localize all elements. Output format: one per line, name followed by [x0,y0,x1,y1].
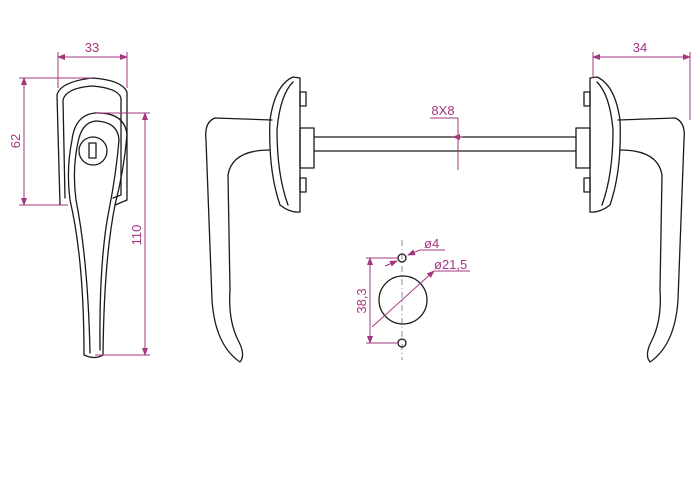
large-hole [378,275,428,325]
handle-length-dimension-label: 110 [129,225,144,246]
front-view-dimensions [19,52,150,356]
keyhole-rosette [78,136,108,166]
side-view-left-handle [205,76,315,363]
small-hole-diameter-label: ø4 [424,236,439,251]
front-view-handle [56,77,128,359]
rosette-height-dimension-label: 62 [8,134,23,148]
keyhole-icon [88,142,97,159]
hole-spacing-label: 38,3 [354,288,369,313]
spindle [313,136,577,152]
large-hole-diameter-label: ø21,5 [434,257,467,272]
spindle-size-label: 8X8 [431,103,454,118]
side-view-right-handle [575,76,685,363]
side-view-dimensions [430,52,691,170]
hole-pattern [366,240,470,360]
depth-dimension-label: 34 [633,40,647,55]
width-dimension-label: 33 [85,40,99,55]
